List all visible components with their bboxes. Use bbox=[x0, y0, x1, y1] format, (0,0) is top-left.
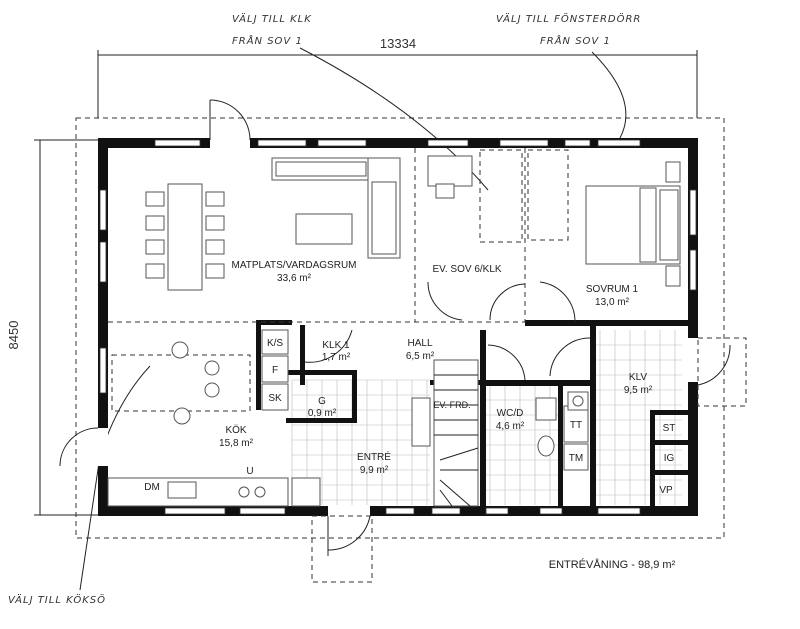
door-swing-entrance bbox=[327, 515, 371, 551]
dining-table bbox=[145, 183, 225, 291]
kitchen-island-dashed bbox=[111, 354, 251, 412]
sofa bbox=[271, 157, 401, 259]
room-label-g: G bbox=[318, 396, 326, 407]
windows bbox=[99, 139, 697, 515]
room-area-closet1: 1,7 m² bbox=[322, 352, 351, 363]
door-gap-left bbox=[98, 428, 108, 466]
appliance-ks: K/S bbox=[267, 338, 283, 349]
kitchen-door-note-line1: VÄLJ TILL KLK bbox=[232, 12, 312, 25]
door-swing-sov6 bbox=[427, 281, 463, 321]
room-label-bedroom1: SOVRUM 1 bbox=[586, 284, 639, 295]
appliance-st: ST bbox=[663, 423, 676, 434]
kitchen-counter bbox=[107, 477, 321, 507]
door-gap-entrance bbox=[328, 506, 370, 516]
height-dimension: 8450 bbox=[6, 321, 21, 350]
window-door-note-line2: FRÅN SOV 1 bbox=[540, 34, 611, 47]
door-swing-wc bbox=[487, 344, 526, 381]
room-label-kitchen: KÖK bbox=[225, 424, 246, 436]
appliance-column bbox=[261, 329, 589, 471]
room-label-hall: HALL bbox=[407, 338, 432, 349]
room-area-laundry: 9,5 m² bbox=[624, 385, 653, 396]
room-label-living: MATPLATS/VARDAGSRUM bbox=[231, 260, 356, 271]
staircase bbox=[411, 359, 479, 507]
door-gap-top bbox=[210, 138, 250, 148]
island-chairs bbox=[171, 341, 220, 425]
plot-outline bbox=[75, 117, 725, 539]
appliance-f: F bbox=[272, 365, 278, 376]
door-swing-klv bbox=[549, 337, 591, 377]
room-label-laundry: KLV bbox=[629, 372, 647, 383]
bath-fixtures bbox=[535, 391, 589, 457]
door-swing-klk1 bbox=[304, 329, 353, 363]
bed bbox=[585, 161, 681, 287]
appliance-dm: DM bbox=[144, 482, 160, 493]
wardrobe bbox=[479, 149, 569, 243]
window-door-note-line1: VÄLJ TILL FÖNSTERDÖRR bbox=[496, 12, 641, 25]
room-area-g: 0,9 m² bbox=[308, 408, 337, 419]
door-swing-sov1 bbox=[539, 281, 576, 323]
room-label-entrance: ENTRÉ bbox=[357, 450, 391, 463]
room-label-closet1: KLK 1 bbox=[322, 340, 350, 351]
room-label-bath: WC/D bbox=[497, 408, 524, 419]
door-swing-left bbox=[59, 427, 99, 467]
appliance-u: U bbox=[246, 466, 253, 477]
room-area-hall: 6,5 m² bbox=[406, 351, 435, 362]
door-swing-top bbox=[209, 99, 251, 141]
door-swing-sov6b bbox=[489, 283, 526, 321]
room-label-bedroom-alt: EV. SOV 6/KLK bbox=[432, 264, 501, 275]
door-gap-right bbox=[688, 338, 698, 382]
floor-label: ENTRÉVÅNING - 98,9 m² bbox=[549, 558, 676, 571]
kitchen-island-note: VÄLJ TILL KÖKSÖ bbox=[8, 593, 106, 606]
appliance-ig: IG bbox=[664, 453, 675, 464]
appliance-tt: TT bbox=[570, 420, 582, 431]
kitchen-door-note-line2: FRÅN SOV 1 bbox=[232, 34, 303, 47]
stairs-label: EV. FRD. bbox=[433, 400, 470, 410]
door-swing-right bbox=[697, 344, 731, 386]
entrance-canopy-outline bbox=[311, 515, 373, 583]
room-area-bath: 4,6 m² bbox=[496, 421, 525, 432]
laundry-door-outline bbox=[697, 337, 747, 407]
room-area-bedroom1: 13,0 m² bbox=[595, 297, 630, 308]
tile-floor-laundry bbox=[594, 330, 682, 505]
desk bbox=[427, 155, 473, 199]
room-area-entrance: 9,9 m² bbox=[360, 465, 389, 476]
room-area-living: 33,6 m² bbox=[277, 273, 312, 284]
appliance-sk: SK bbox=[268, 393, 282, 404]
appliance-vp: VP bbox=[659, 485, 673, 496]
room-area-kitchen: 15,8 m² bbox=[219, 438, 254, 449]
window-door-note-arrow bbox=[591, 51, 627, 139]
appliance-tm: TM bbox=[569, 453, 583, 464]
width-dimension: 13334 bbox=[380, 36, 416, 51]
